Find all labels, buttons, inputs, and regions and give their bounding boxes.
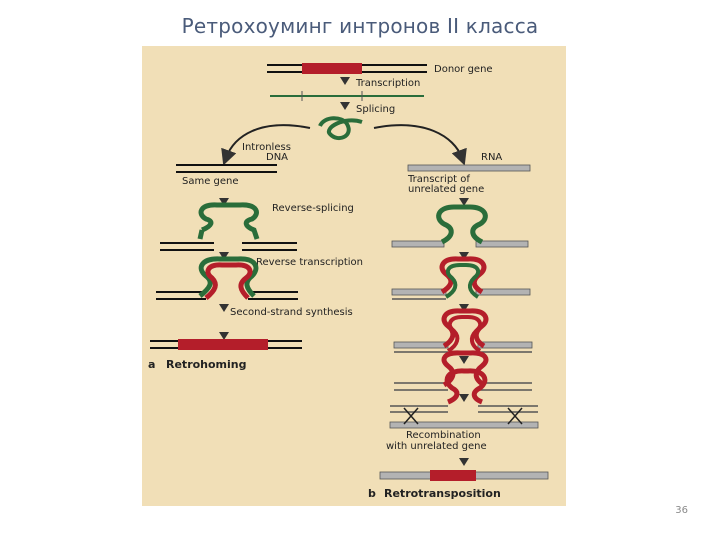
- page-number: 36: [675, 505, 688, 516]
- crossover-icon: [403, 407, 419, 425]
- right-second-strand-product: [393, 308, 533, 353]
- arrow-down-icon: [459, 252, 469, 260]
- second-strand-label: Second-strand synthesis: [230, 307, 353, 318]
- arrow-down-icon: [459, 458, 469, 466]
- intronless-dna-label-2: DNA: [266, 152, 288, 163]
- left-reverse-splicing-product: [160, 202, 297, 251]
- right-reverse-splicing-product: [391, 204, 529, 248]
- retrohoming-product: [150, 339, 302, 350]
- left-reverse-transcription-product: [156, 256, 298, 300]
- same-gene-label: Same gene: [182, 176, 239, 187]
- transcript-label-2: unrelated gene: [408, 184, 484, 195]
- splicing-label: Splicing: [356, 104, 395, 115]
- arrow-down-icon: [219, 252, 229, 260]
- arrow-down-icon: [459, 198, 469, 206]
- transcription-label: Transcription: [355, 78, 420, 89]
- transcript-label: Transcript of: [407, 174, 470, 185]
- retrohoming-letter: a: [148, 358, 155, 371]
- donor-gene: [267, 63, 427, 74]
- recombination-label: Recombination: [406, 430, 481, 441]
- arrow-down-icon: [219, 198, 229, 206]
- curved-arrow-right-icon: [373, 124, 467, 166]
- right-recombination: [389, 368, 539, 429]
- intron-lariat: [318, 116, 363, 140]
- unrelated-transcript: [407, 164, 531, 172]
- slide-title: Ретрохоуминг интронов II класса: [181, 14, 539, 38]
- recombination-label-2: with unrelated gene: [386, 441, 487, 452]
- arrow-down-icon: [459, 394, 469, 402]
- donor-gene-label: Donor gene: [434, 64, 493, 75]
- same-gene: [176, 164, 277, 173]
- intronless-dna-label: Intronless: [242, 142, 291, 153]
- pre-mrna: [270, 91, 424, 101]
- retrohoming-label: Retrohoming: [166, 358, 247, 371]
- arrow-down-icon: [459, 304, 469, 312]
- right-reverse-transcription-product: [391, 256, 531, 300]
- rna-label: RNA: [481, 152, 502, 163]
- retrotransposition-product: [379, 470, 549, 481]
- retrotransposition-letter: b: [368, 487, 376, 500]
- arrow-down-icon: [219, 332, 229, 340]
- retrotransposition-label: Retrotransposition: [384, 487, 501, 500]
- retrohoming-diagram: Donor gene Transcription Splicing Intron…: [142, 46, 566, 506]
- reverse-splicing-label: Reverse-splicing: [272, 203, 354, 214]
- arrow-down-icon: [219, 304, 229, 312]
- arrow-down-icon: [340, 77, 350, 85]
- crossover-icon: [507, 407, 523, 425]
- arrow-down-icon: [340, 102, 350, 110]
- arrow-down-icon: [459, 356, 469, 364]
- reverse-transcription-label: Reverse transcription: [256, 257, 363, 268]
- curved-arrow-left-icon: [221, 124, 311, 166]
